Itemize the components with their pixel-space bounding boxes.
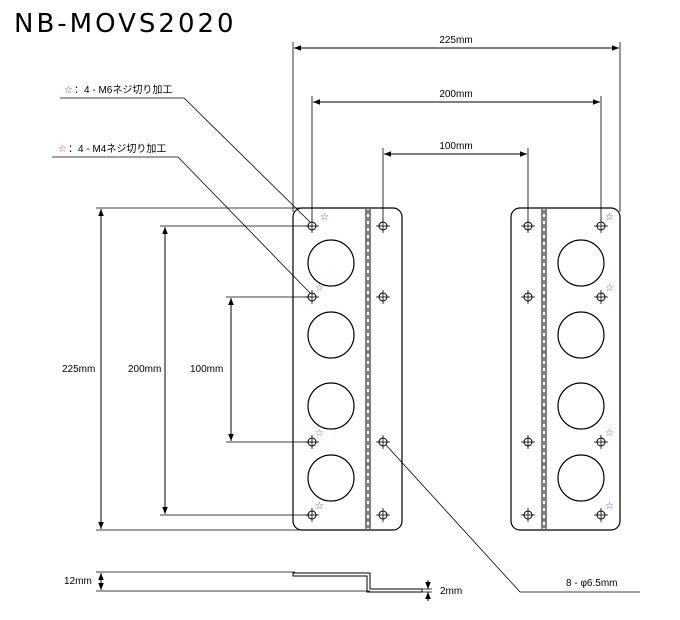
callouts: ☆ ：4 - M6ネジ切り加工 ☆ ：4 - M4ネジ切り加工 8 - φ6.5…: [52, 84, 640, 593]
right-large-hole-4: [557, 454, 605, 502]
left-m4-star-bottom: ☆: [315, 428, 324, 439]
right-m6-star-bottom: ☆: [605, 501, 614, 512]
callout-m6-label: ：4 - M6ネジ切り加工: [74, 84, 172, 96]
dim-label-top-100: 100mm: [439, 141, 472, 152]
left-large-hole-1: [307, 239, 355, 287]
dim-label-left-225: 225mm: [62, 364, 95, 375]
callout-holes-label: 8 - φ6.5mm: [566, 578, 618, 589]
drawing-title: NB-MOVS2020: [14, 9, 237, 39]
right-65-hole-4: [520, 507, 536, 523]
right-65-hole-2: [520, 289, 536, 305]
dim-label-2mm: 2mm: [440, 586, 462, 597]
left-m4-star-top: ☆: [315, 283, 324, 294]
callout-m6-star: ☆: [64, 85, 73, 96]
right-m4-star-top: ☆: [605, 283, 614, 294]
callout-m4-label-text: ：4 - M4ネジ切り加工: [68, 143, 166, 155]
right-plate: ☆ ☆ ☆ ☆: [510, 207, 621, 531]
callout-m4-star: ☆: [58, 144, 67, 155]
dim-label-top-225: 225mm: [439, 35, 472, 46]
side-profile: 12mm 2mm: [64, 571, 462, 601]
right-m6-star-top: ☆: [605, 212, 614, 223]
leader-m6: [183, 97, 311, 223]
left-65-hole-2: [375, 289, 391, 305]
dim-label-left-200: 200mm: [128, 364, 161, 375]
leader-m4: [177, 156, 311, 294]
right-plate-outline: [510, 207, 621, 531]
right-large-hole-3: [557, 382, 605, 430]
right-large-hole-2: [557, 311, 605, 359]
left-plate: ☆ ☆ ☆ ☆: [292, 207, 403, 531]
left-plate-outline: [292, 207, 403, 531]
left-m6-hole-top: [304, 218, 320, 234]
dim-label-top-200: 200mm: [439, 89, 472, 100]
left-large-hole-2: [307, 311, 355, 359]
left-65-hole-4: [375, 507, 391, 523]
left-65-hole-1: [375, 218, 391, 234]
right-65-hole-3: [520, 434, 536, 450]
left-large-hole-3: [307, 382, 355, 430]
left-m6-star-bottom: ☆: [315, 501, 324, 512]
dim-label-12mm: 12mm: [64, 576, 92, 587]
left-m6-star-top: ☆: [320, 212, 329, 223]
left-dimensions: 225mm 200mm 100mm: [62, 207, 312, 531]
top-dimensions: 225mm 200mm 100mm: [292, 35, 621, 220]
right-65-hole-1: [520, 218, 536, 234]
right-large-hole-1: [557, 239, 605, 287]
right-m4-star-bottom: ☆: [605, 428, 614, 439]
left-large-hole-4: [307, 454, 355, 502]
leader-holes: [385, 444, 521, 593]
dim-label-left-100: 100mm: [190, 364, 223, 375]
